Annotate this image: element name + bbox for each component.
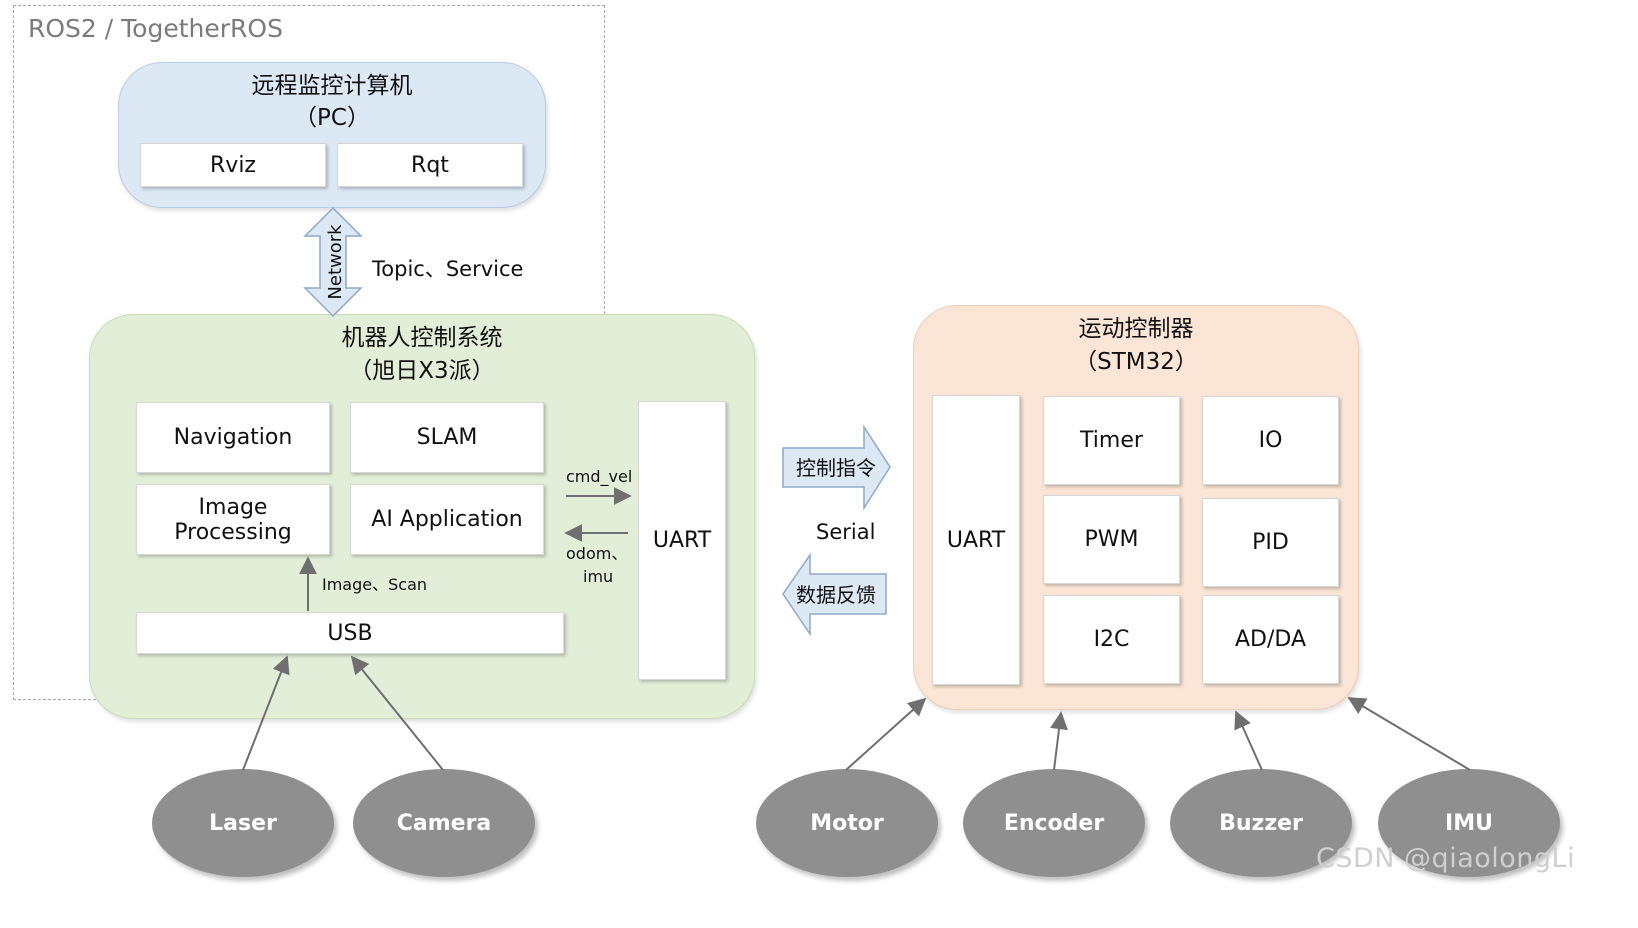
sensor-encoder: Encoder	[963, 769, 1145, 877]
module-ad-da: AD/DA	[1202, 595, 1339, 684]
usb-caption: Image、Scan	[322, 575, 428, 594]
ros2-frame-label: ROS2 / TogetherROS	[28, 14, 283, 43]
pc-subtitle: （PC）	[294, 105, 370, 131]
robot-subtitle: （旭日X3派）	[349, 358, 495, 384]
control-command-arrow	[782, 424, 891, 511]
module-rviz: Rviz	[140, 143, 326, 187]
mcu-subtitle: （STM32）	[1074, 349, 1198, 375]
module-pid: PID	[1202, 498, 1339, 587]
control-command-label: 控制指令	[796, 456, 876, 480]
network-caption: Topic、Service	[372, 257, 524, 281]
sensor-imu: IMU	[1378, 769, 1560, 877]
sensor-camera: Camera	[353, 769, 535, 877]
data-feedback-arrow	[782, 552, 887, 637]
mcu-title: 运动控制器	[1078, 316, 1194, 342]
sensor-buzzer: Buzzer	[1170, 769, 1352, 877]
module-pwm: PWM	[1043, 495, 1180, 584]
cmd-vel-label: cmd_vel	[566, 467, 633, 486]
serial-label: Serial	[816, 520, 876, 544]
module-io: IO	[1202, 396, 1339, 485]
odom-label: odom、	[566, 544, 628, 563]
mcu-uart: UART	[932, 395, 1020, 685]
module-rqt: Rqt	[337, 143, 523, 187]
pc-title: 远程监控计算机	[251, 73, 413, 99]
buzzer-arrow	[1234, 710, 1263, 771]
imu-label: imu	[583, 567, 614, 586]
data-feedback-label: 数据反馈	[796, 583, 876, 607]
module-timer: Timer	[1043, 396, 1180, 485]
sensor-laser: Laser	[152, 769, 334, 877]
module-ai-application: AI Application	[350, 484, 544, 555]
robot-title: 机器人控制系统	[341, 325, 503, 351]
encoder-arrow	[1050, 711, 1068, 771]
module-image-processing: Image Processing	[136, 484, 330, 555]
module-usb: USB	[136, 612, 564, 654]
module-slam: SLAM	[350, 402, 544, 473]
motor-arrow	[845, 697, 927, 771]
imu-arrow	[1347, 697, 1471, 771]
module-i2c: I2C	[1043, 595, 1180, 684]
robot-uart: UART	[638, 401, 726, 680]
module-navigation: Navigation	[136, 402, 330, 473]
watermark: CSDN @qiaolongLi	[1316, 843, 1576, 874]
sensor-motor: Motor	[756, 769, 938, 877]
